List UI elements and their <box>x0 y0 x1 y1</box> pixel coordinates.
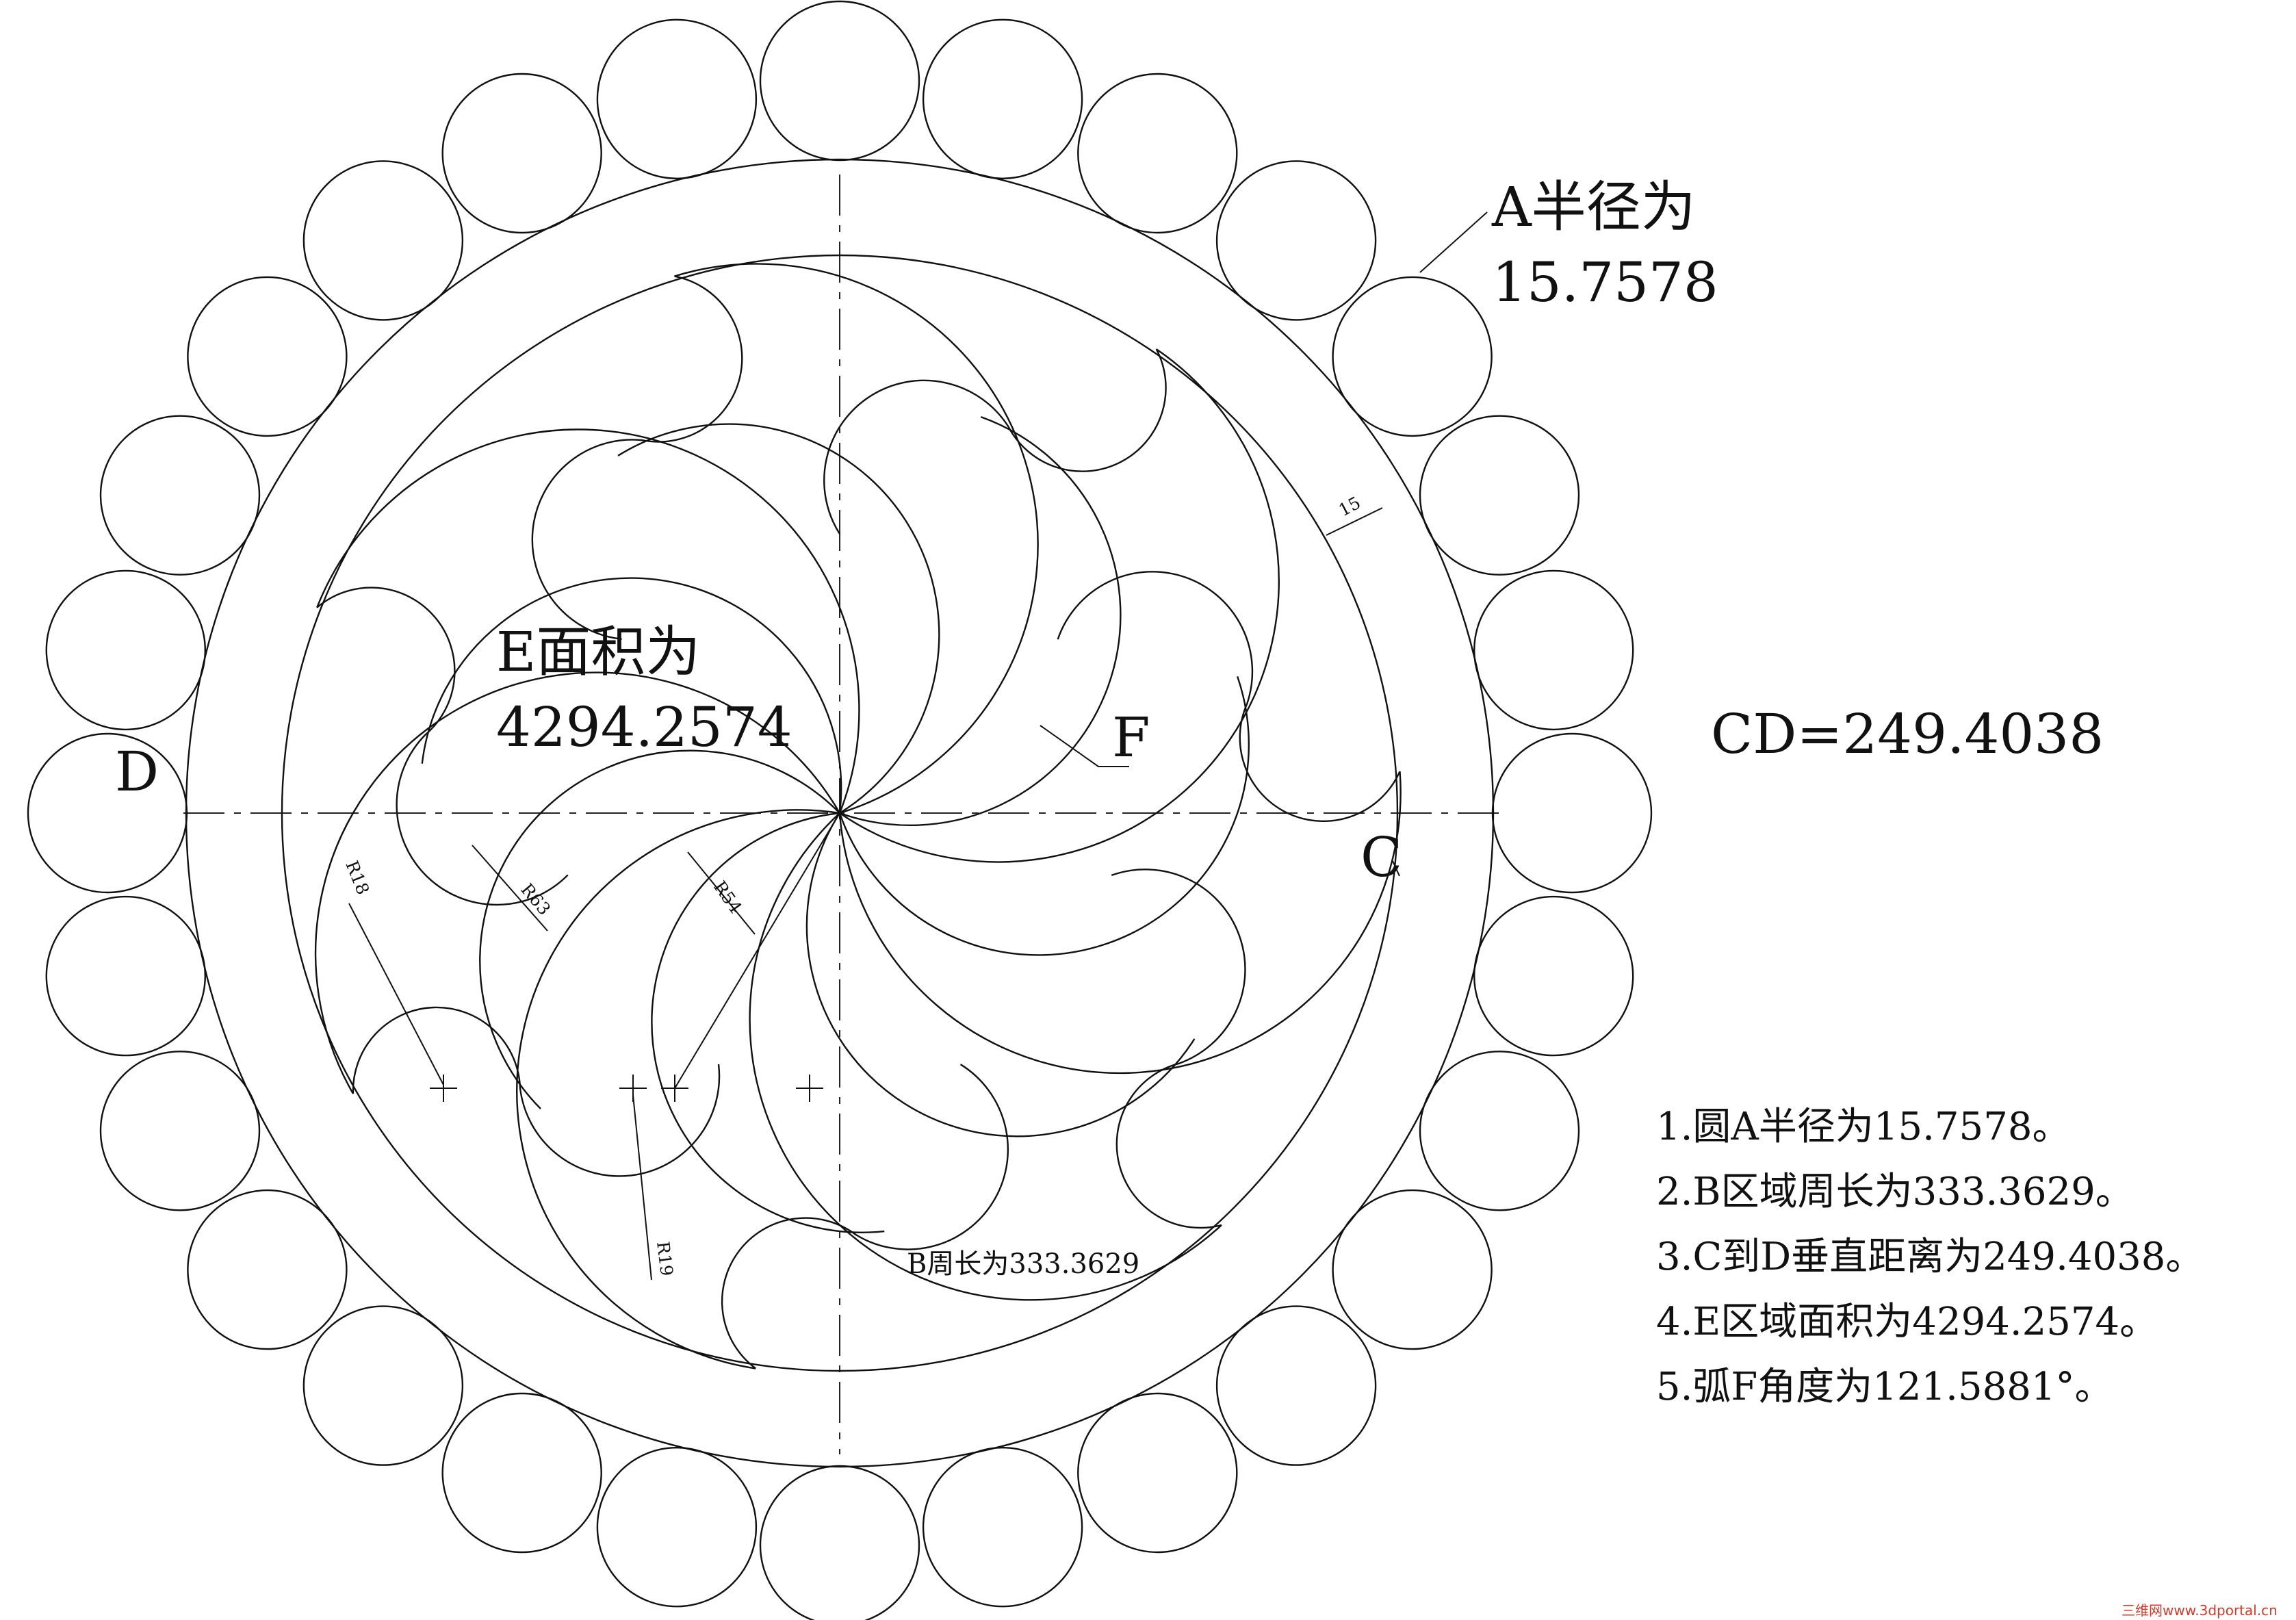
small-circle-a <box>187 1189 348 1350</box>
small-circle-a <box>45 569 207 731</box>
note-3: 3.C到D垂直距离为249.4038。 <box>1656 1235 2204 1279</box>
small-circle-a <box>759 1465 920 1620</box>
small-circle-a <box>596 18 758 180</box>
small-circle-a <box>99 415 261 576</box>
r63-leader <box>472 845 548 931</box>
ring-width-dim <box>1326 507 1383 536</box>
f-label: F <box>1112 706 1150 769</box>
a-caption-line2: 15.7578 <box>1492 250 1718 314</box>
small-circle-a <box>759 0 920 162</box>
small-circle-a <box>1473 569 1634 731</box>
petal <box>316 428 860 906</box>
small-circle-a <box>1215 1305 1377 1466</box>
a-caption-line1: A半径为 <box>1491 175 1696 239</box>
r54-leader <box>687 851 756 935</box>
construction-marks <box>348 211 1488 1281</box>
petal <box>314 671 841 1177</box>
dim-r63: R63 <box>517 879 554 918</box>
c-marker-line <box>1392 860 1400 877</box>
petal <box>516 809 1009 1370</box>
small-circle-a <box>27 732 188 894</box>
small-circle-a <box>1215 160 1377 321</box>
r19-leader <box>632 1094 652 1281</box>
small-circle-a <box>1473 895 1634 1057</box>
small-circle-a <box>302 1305 464 1466</box>
small-circle-a <box>596 1446 758 1608</box>
small-circle-a <box>922 18 1083 180</box>
dim-r18: R18 <box>341 858 373 897</box>
small-circle-a <box>45 895 207 1057</box>
small-circle-a <box>187 276 348 437</box>
note-4: 4.E区域面积为4294.2574。 <box>1656 1300 2158 1344</box>
a-leader <box>1419 211 1488 273</box>
small-circle-a <box>1332 1189 1493 1350</box>
note-2: 2.B区域周长为333.3629。 <box>1656 1170 2134 1214</box>
small-circles-a <box>27 0 1653 1620</box>
small-circle-a <box>441 73 602 234</box>
c-label: C <box>1360 825 1402 889</box>
petal <box>749 812 1246 1301</box>
watermark-logo: 三维网www.3dportal.cn <box>2121 1602 2278 1619</box>
f-leader <box>1040 725 1129 767</box>
petal <box>531 263 1039 814</box>
r18-leader <box>348 903 444 1085</box>
cd-label: CD=249.4038 <box>1711 702 2104 766</box>
petal <box>838 571 1402 1075</box>
dim-ring-width: 15 <box>1335 493 1364 521</box>
dim-r19: R19 <box>653 1240 677 1277</box>
petal <box>823 348 1280 863</box>
inner-ring-circle <box>281 254 1399 1372</box>
small-circle-a <box>1077 1392 1238 1554</box>
pinwheel-petals <box>314 263 1402 1370</box>
r54-radius-line <box>674 812 840 1089</box>
b-caption: B周长为333.3629 <box>907 1248 1139 1280</box>
small-circle-a <box>1419 415 1580 576</box>
small-circle-a <box>99 1051 261 1211</box>
note-5: 5.弧F角度为121.5881°。 <box>1656 1365 2113 1409</box>
small-circle-a <box>1077 73 1238 234</box>
small-circle-a <box>1419 1051 1580 1211</box>
small-circle-a <box>1332 276 1493 437</box>
note-1: 1.圆A半径为15.7578。 <box>1656 1105 2070 1149</box>
small-circle-a <box>922 1446 1083 1608</box>
e-caption-line2: 4294.2574 <box>496 695 792 759</box>
small-circle-a <box>441 1392 602 1554</box>
e-caption-line1: E面积为 <box>496 620 700 684</box>
dim-r54: R54 <box>710 877 746 917</box>
small-circle-a <box>1491 732 1653 894</box>
d-label: D <box>115 740 159 803</box>
small-circle-a <box>302 160 464 321</box>
